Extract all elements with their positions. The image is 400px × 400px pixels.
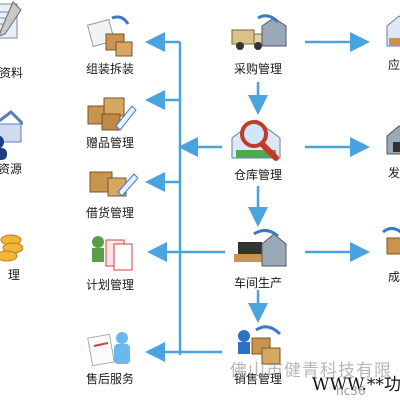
sales-boxes-icon bbox=[238, 325, 282, 365]
node-label: 理 bbox=[7, 268, 20, 282]
node-label: 仓库管理 bbox=[233, 168, 282, 182]
payable-icon bbox=[386, 15, 400, 47]
borrow-boxes-icon bbox=[89, 171, 138, 197]
node-label: 赠品管理 bbox=[85, 136, 134, 150]
node-label: 计划管理 bbox=[85, 278, 134, 292]
node-borrow[interactable]: 借货管理 bbox=[70, 162, 150, 221]
node-plan[interactable]: 计划管理 bbox=[70, 232, 150, 293]
node-partial-data[interactable]: 资料 bbox=[0, 0, 30, 81]
node-workshop[interactable]: 车间生产 bbox=[220, 226, 296, 291]
finished-goods-icon bbox=[382, 227, 400, 255]
node-label: 资料 bbox=[0, 66, 23, 80]
gift-boxes-icon bbox=[87, 97, 137, 131]
node-label: 销售管理 bbox=[233, 372, 282, 386]
plan-documents-icon bbox=[92, 236, 133, 271]
node-purchase[interactable]: 采购管理 bbox=[220, 12, 296, 77]
node-partial-shipment[interactable]: 发 bbox=[372, 118, 400, 181]
node-label: 采购管理 bbox=[233, 62, 282, 76]
workshop-icon bbox=[234, 229, 287, 267]
node-partial-resources[interactable]: 资源 bbox=[0, 108, 30, 177]
node-partial-payable[interactable]: 应 bbox=[372, 10, 400, 73]
node-label: 应 bbox=[388, 58, 400, 72]
watermark-company: 佛山市健青科技有限 bbox=[230, 361, 392, 381]
node-assembly[interactable]: 组装拆装 bbox=[70, 14, 150, 77]
watermark-site: WWW.**功 bbox=[312, 375, 400, 395]
box-assembly-icon bbox=[86, 15, 133, 57]
node-service[interactable]: 售后服务 bbox=[70, 326, 150, 387]
node-label: 成 bbox=[388, 270, 400, 284]
node-label: 售后服务 bbox=[85, 372, 134, 386]
coins-icon bbox=[0, 234, 23, 262]
node-partial-finished[interactable]: 成 bbox=[372, 222, 400, 285]
house-user-icon bbox=[0, 110, 23, 160]
node-label: 发 bbox=[388, 166, 400, 180]
warehouse-search-icon bbox=[231, 119, 281, 161]
node-gifts[interactable]: 赠品管理 bbox=[70, 92, 150, 151]
truck-warehouse-icon bbox=[231, 14, 287, 50]
node-sales[interactable]: 销售管理 bbox=[220, 322, 296, 387]
watermark-domain: hc36 bbox=[336, 384, 366, 398]
node-warehouse[interactable]: 仓库管理 bbox=[220, 112, 296, 183]
node-label: 组装拆装 bbox=[85, 62, 134, 76]
node-partial-finance[interactable]: 理 bbox=[0, 232, 30, 283]
service-person-icon bbox=[87, 332, 130, 367]
node-label: 资源 bbox=[0, 162, 22, 176]
document-icon bbox=[0, 1, 22, 39]
shipment-icon bbox=[386, 125, 400, 155]
node-label: 车间生产 bbox=[233, 276, 282, 290]
node-label: 借货管理 bbox=[85, 206, 134, 220]
